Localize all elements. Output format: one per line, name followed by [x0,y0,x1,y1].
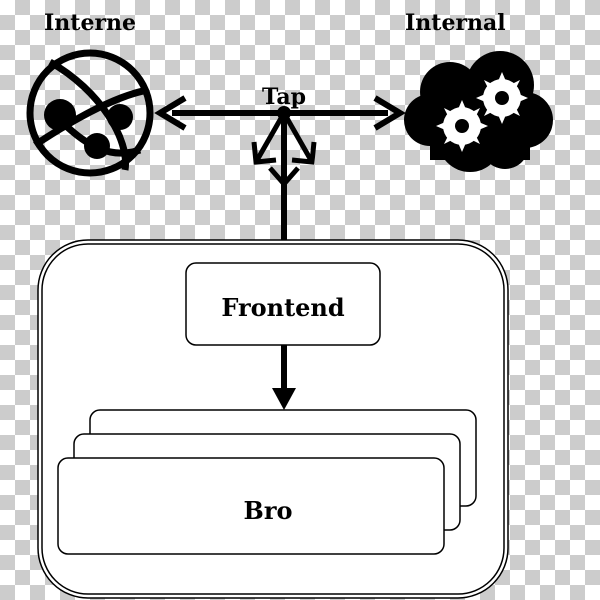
globe-network-icon [26,49,154,177]
internet-label: Interne [44,10,136,36]
bro-box-front [57,457,445,555]
internal-label: Internal [405,10,506,36]
bro-label: Bro [244,496,293,525]
tap-label: Tap [262,84,306,110]
frontend-label: Frontend [221,293,345,322]
cluster-container-inner-border [41,243,505,595]
cloud-gears-icon [404,51,553,172]
frontend-to-bro-arrow [272,345,296,410]
